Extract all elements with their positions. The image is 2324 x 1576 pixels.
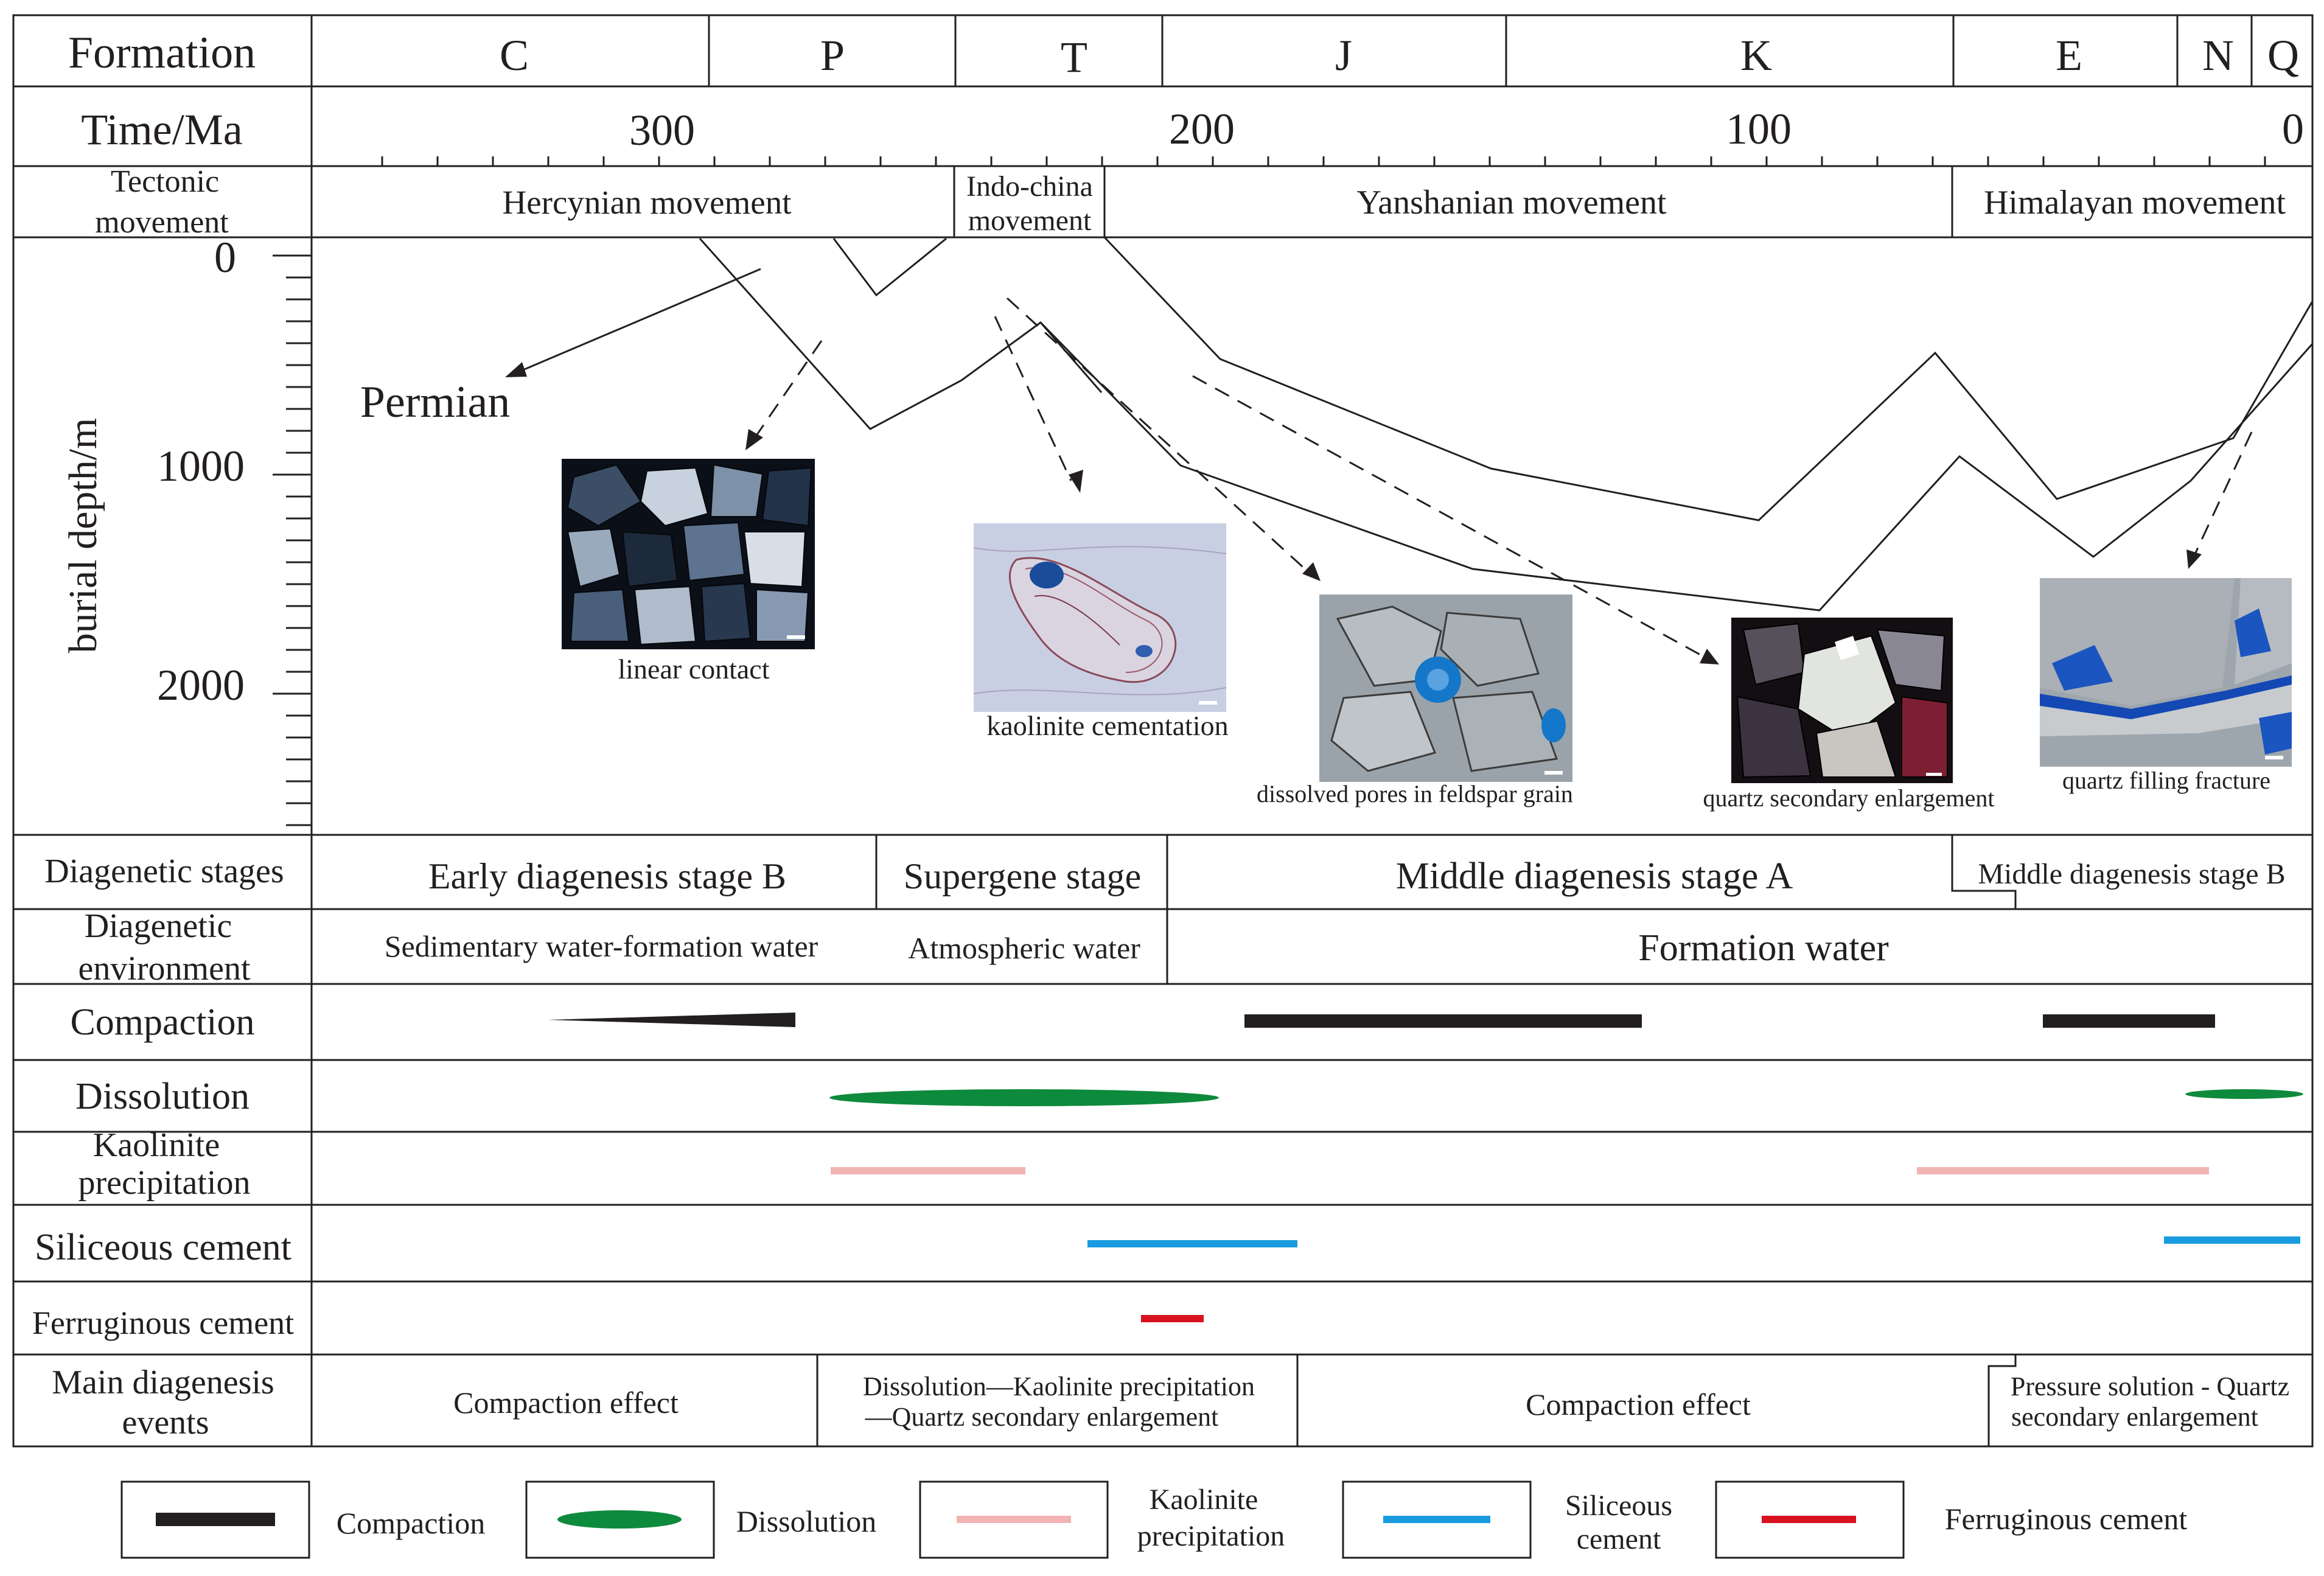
formation-k: K: [1740, 31, 1772, 80]
burial-depth-axis-label: burial depth/m: [61, 418, 105, 654]
photo-caption-dissolved-pores: dissolved pores in feldspar grain: [1257, 780, 1573, 807]
stage-early-b: Early diagenesis stage B: [428, 856, 786, 896]
event-dissolution-1: Dissolution—Kaolinite precipitation: [863, 1372, 1255, 1401]
arrowheads: [505, 362, 2202, 664]
tectonic-label-2: movement: [95, 205, 229, 240]
kaolinite-line-2: [1917, 1167, 2209, 1174]
legend-swatch-compaction: [156, 1513, 275, 1526]
tectonic-indochina-1: Indo-china: [966, 170, 1093, 203]
event-pressure-solution-1: Pressure solution - Quartz: [2011, 1372, 2289, 1401]
legend-swatch-kaolinite: [957, 1516, 1071, 1523]
table-grid: [12, 14, 2314, 1448]
dissolution-ellipse-1: [829, 1089, 1219, 1106]
stage-middle-a: Middle diagenesis stage A: [1396, 856, 1793, 897]
kaolinite-line-1: [831, 1167, 1025, 1174]
ferruginous-line: [1141, 1315, 1204, 1322]
tectonic-himalayan: Himalayan movement: [1984, 184, 2286, 221]
photo-caption-kaolinite: kaolinite cementation: [986, 710, 1228, 741]
photo-dissolved-pores: [1319, 594, 1572, 782]
legend-box-ferruginous: [1715, 1480, 1905, 1559]
siliceous-line-2: [2164, 1236, 2300, 1244]
time-tick-100: 100: [1726, 105, 1792, 153]
permian-label: Permian: [360, 377, 511, 427]
legend-label-dissolution: Dissolution: [736, 1504, 877, 1538]
stage-supergene: Supergene stage: [904, 856, 1141, 896]
row-label-kaolinite-2: precipitation: [78, 1164, 250, 1202]
legend-box-dissolution: [525, 1480, 715, 1559]
legend-swatch-ferruginous: [1762, 1516, 1856, 1523]
photo-linear-contact: [562, 459, 815, 649]
photo-kaolinite-cementation: [974, 523, 1226, 712]
tectonic-indochina-2: movement: [968, 204, 1092, 237]
burial-curves: [699, 236, 2314, 612]
photo-quartz-filling-fracture: [2040, 578, 2292, 767]
formation-q: Q: [2267, 31, 2299, 80]
formation-label: Formation: [68, 28, 256, 78]
depth-tick-2000: 2000: [157, 661, 245, 710]
tectonic-yanshanian: Yanshanian movement: [1356, 184, 1667, 221]
tectonic-hercynian: Hercynian movement: [503, 184, 792, 221]
legend-label-kaolinite-2: precipitation: [1137, 1520, 1285, 1552]
time-label: Time/Ma: [81, 105, 242, 154]
legend-box-kaolinite: [919, 1480, 1109, 1559]
row-label-ferruginous: Ferruginous cement: [32, 1305, 294, 1341]
environment-atmospheric: Atmospheric water: [908, 931, 1140, 965]
event-pressure-solution-2: secondary enlargement: [2011, 1402, 2258, 1432]
legend-swatch-dissolution: [557, 1510, 682, 1529]
depth-tick-0: 0: [214, 233, 236, 282]
siliceous-line-1: [1087, 1240, 1297, 1247]
stages-label: Diagenetic stages: [44, 853, 284, 890]
permian-arrow: [517, 268, 761, 374]
row-label-kaolinite-1: Kaolinite: [93, 1126, 220, 1164]
legend-box-compaction: [120, 1480, 310, 1559]
legend-swatch-siliceous: [1383, 1516, 1490, 1523]
event-compaction-early: Compaction effect: [453, 1386, 679, 1420]
formation-n: N: [2202, 31, 2234, 80]
time-tick-300: 300: [629, 106, 695, 155]
event-dissolution-2: —Quartz secondary enlargement: [865, 1402, 1219, 1432]
formation-j: J: [1335, 31, 1352, 80]
legend-label-kaolinite-1: Kaolinite: [1150, 1484, 1258, 1516]
event-compaction-middle: Compaction effect: [1526, 1387, 1751, 1421]
environment-label-2: environment: [78, 950, 250, 988]
photo-caption-quartz-fracture: quartz filling fracture: [2062, 767, 2270, 794]
compaction-bar-late: [2043, 1014, 2215, 1028]
legend-box-siliceous: [1342, 1480, 1532, 1559]
legend-label-ferruginous: Ferruginous cement: [1945, 1502, 2188, 1536]
compaction-bar-middle: [1244, 1014, 1642, 1028]
photo-quartz-secondary-enlargement: [1731, 618, 1953, 783]
time-axis: [381, 156, 2266, 166]
formation-p: P: [820, 31, 845, 80]
legend-label-compaction: Compaction: [337, 1506, 485, 1540]
tectonic-label-1: Tectonic: [111, 164, 219, 199]
environment-formation-water: Formation water: [1638, 927, 1889, 969]
photo-caption-linear-contact: linear contact: [618, 654, 769, 685]
events-label-1: Main diagenesis: [52, 1364, 274, 1401]
time-tick-200: 200: [1169, 105, 1235, 153]
photo-caption-quartz-enlargement: quartz secondary enlargement: [1703, 784, 1994, 812]
dissolution-ellipse-2: [2185, 1089, 2303, 1099]
row-label-compaction: Compaction: [70, 1002, 254, 1043]
formation-c: C: [500, 31, 529, 80]
stage-middle-b: Middle diagenesis stage B: [1978, 858, 2285, 890]
legend: Compaction Dissolution Kaolinite precipi…: [120, 1480, 2188, 1559]
environment-label-1: Diagenetic: [85, 907, 232, 945]
legend-label-siliceous-2: cement: [1577, 1523, 1661, 1555]
formation-e: E: [2056, 31, 2082, 80]
legend-label-siliceous-1: Siliceous: [1565, 1490, 1672, 1522]
row-label-dissolution: Dissolution: [75, 1076, 249, 1117]
time-tick-0: 0: [2282, 105, 2304, 153]
compaction-bar-early: [548, 1013, 795, 1027]
depth-tick-1000: 1000: [157, 442, 245, 490]
events-label-2: events: [122, 1404, 209, 1442]
environment-sedimentary: Sedimentary water-formation water: [385, 929, 818, 963]
row-label-siliceous: Siliceous cement: [35, 1227, 291, 1268]
dashed-arrows: [753, 297, 2253, 660]
depth-axis: [273, 254, 313, 835]
formation-t: T: [1061, 33, 1087, 82]
